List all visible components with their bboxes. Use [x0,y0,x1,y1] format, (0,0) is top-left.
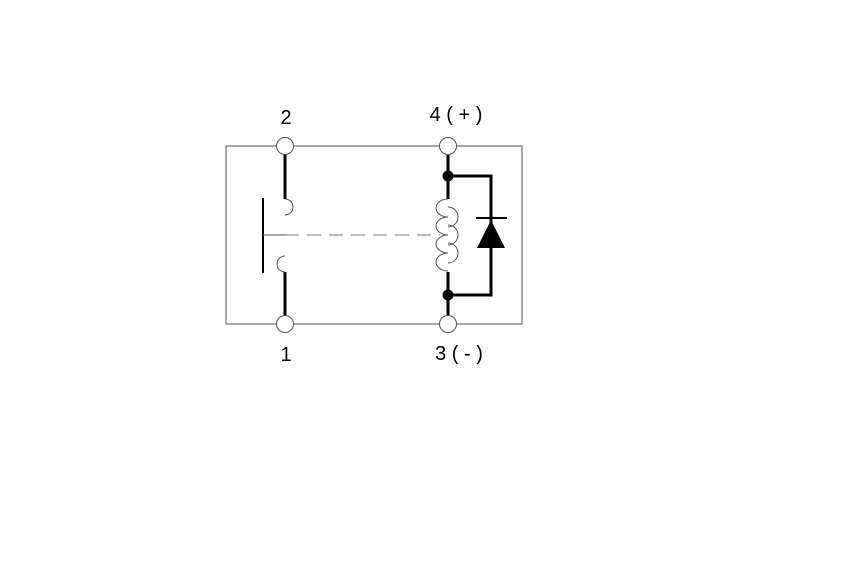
pin-2-label: 2 [280,107,291,129]
pin-1-label: 1 [280,344,291,366]
pin-4-label: 4 ( + ) [430,104,483,126]
diode-icon [477,220,505,248]
coil-icon [435,198,459,272]
contact-arc-top [284,198,294,216]
contact-arc-bottom [276,255,286,273]
terminal-pin-2 [276,137,294,155]
junction-dot-bottom [442,289,454,301]
pin-3-label: 3 ( - ) [435,343,483,365]
junction-dot-top [442,170,454,182]
terminal-pin-4 [439,137,457,155]
terminal-pin-1 [276,315,294,333]
terminal-pin-3 [439,315,457,333]
relay-body-outline [225,145,523,325]
